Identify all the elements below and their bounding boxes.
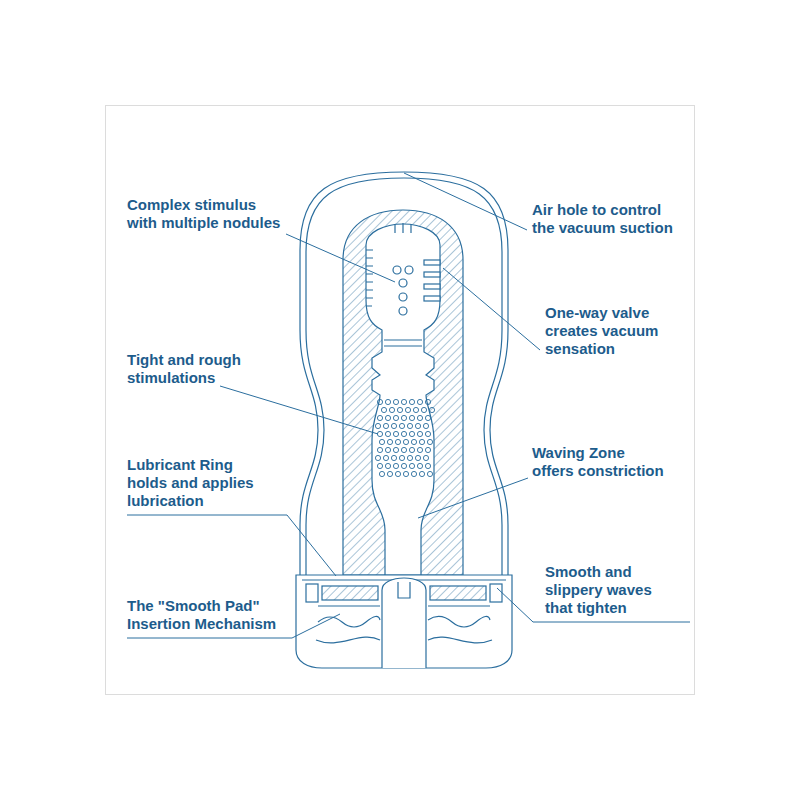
nodule xyxy=(405,266,413,274)
frame xyxy=(106,106,695,695)
valve-slot xyxy=(424,296,440,301)
leader-line xyxy=(220,386,378,434)
bottom-cap xyxy=(296,575,512,668)
nodule xyxy=(399,307,407,315)
leader-line xyxy=(404,173,527,230)
leader-line xyxy=(418,478,528,518)
leader-line xyxy=(286,234,395,282)
cup-drawing xyxy=(296,172,512,668)
top-notches xyxy=(395,223,411,233)
valve-slot xyxy=(424,272,440,277)
callout-label: Lubricant Ring holds and applies lubrica… xyxy=(127,456,267,510)
valve-slot xyxy=(424,260,440,265)
nodule xyxy=(399,293,407,301)
neck-rings xyxy=(384,340,422,346)
leader-line xyxy=(127,515,336,576)
callout-label: Air hole to control the vacuum suction xyxy=(532,201,682,237)
outer-shell-inner xyxy=(306,178,502,575)
callout-label: Complex stimulus with multiple nodules xyxy=(127,196,285,232)
bumps xyxy=(375,399,434,476)
valve-slot xyxy=(424,284,440,289)
nodule xyxy=(399,279,407,287)
outer-shell xyxy=(300,172,508,575)
opening-slit xyxy=(398,582,410,598)
insertion-opening xyxy=(382,578,426,668)
cap-clip xyxy=(306,584,318,602)
callout-label: Smooth and slippery waves that tighten xyxy=(545,563,670,617)
nodule-ridges xyxy=(366,250,373,306)
callout-label: Tight and rough stimulations xyxy=(127,351,267,387)
leader-lines xyxy=(127,173,690,638)
callout-label: Waving Zone offers constriction xyxy=(532,444,668,480)
sleeve xyxy=(343,210,463,575)
leader-line xyxy=(443,268,540,350)
nodule xyxy=(393,266,401,274)
lubricant-ring xyxy=(430,586,486,600)
inner-cavity xyxy=(366,224,440,575)
cap-clip xyxy=(490,584,502,602)
callout-label: The "Smooth Pad" Insertion Mechanism xyxy=(127,597,285,633)
callout-label: One-way valve creates vacuum sensation xyxy=(545,304,670,358)
lubricant-ring xyxy=(322,586,378,600)
